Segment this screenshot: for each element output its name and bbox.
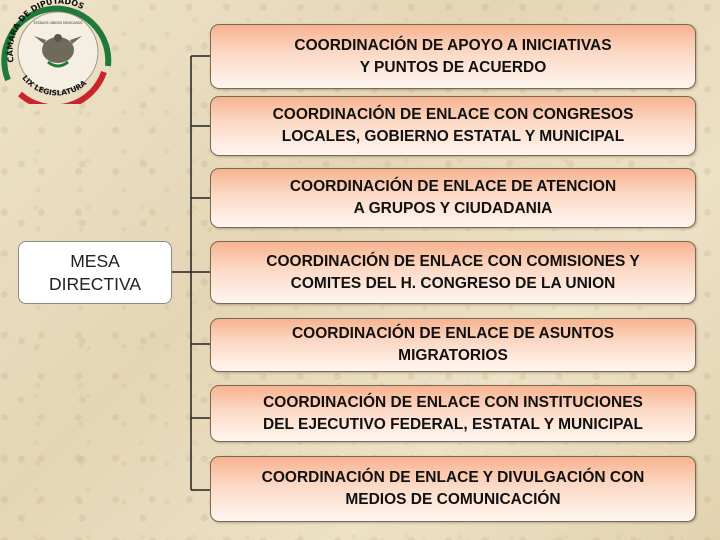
unit-box-congresos-locales: COORDINACIÓN DE ENLACE CON CONGRESOS LOC… — [210, 96, 696, 156]
unit-label: COORDINACIÓN DE APOYO A INICIATIVAS Y PU… — [294, 36, 612, 76]
unit-box-grupos-ciudadania: COORDINACIÓN DE ENLACE DE ATENCION A GRU… — [210, 168, 696, 228]
unit-box-iniciativas: COORDINACIÓN DE APOYO A INICIATIVAS Y PU… — [210, 24, 696, 89]
unit-box-medios-comunicacion: COORDINACIÓN DE ENLACE Y DIVULGACIÓN CON… — [210, 456, 696, 522]
mesa-directiva-label: MESA DIRECTIVA — [48, 250, 142, 294]
unit-label: COORDINACIÓN DE ENLACE DE ASUNTOS MIGRAT… — [291, 325, 615, 364]
unit-label: COORDINACIÓN DE ENLACE CON COMISIONES Y … — [266, 252, 640, 292]
unit-label: COORDINACIÓN DE ENLACE CON CONGRESOS LOC… — [272, 106, 634, 145]
unit-box-instituciones-ejecutivo: COORDINACIÓN DE ENLACE CON INSTITUCIONES… — [210, 385, 696, 442]
unit-box-comisiones-comites: COORDINACIÓN DE ENLACE CON COMISIONES Y … — [210, 241, 696, 304]
unit-label: COORDINACIÓN DE ENLACE DE ATENCION A GRU… — [289, 178, 617, 217]
mesa-directiva-box: MESA DIRECTIVA — [18, 241, 172, 304]
unit-box-asuntos-migratorios: COORDINACIÓN DE ENLACE DE ASUNTOS MIGRAT… — [210, 318, 696, 372]
unit-label: COORDINACIÓN DE ENLACE CON INSTITUCIONES… — [262, 393, 644, 433]
camara-de-diputados-logo: CÁMARA DE DIPUTADOS LIX LEGISLATURA ESTA… — [1, 0, 112, 104]
logo-inner-text: ESTADOS UNIDOS MEXICANOS — [34, 21, 83, 25]
unit-label: COORDINACIÓN DE ENLACE Y DIVULGACIÓN CON… — [261, 469, 645, 508]
